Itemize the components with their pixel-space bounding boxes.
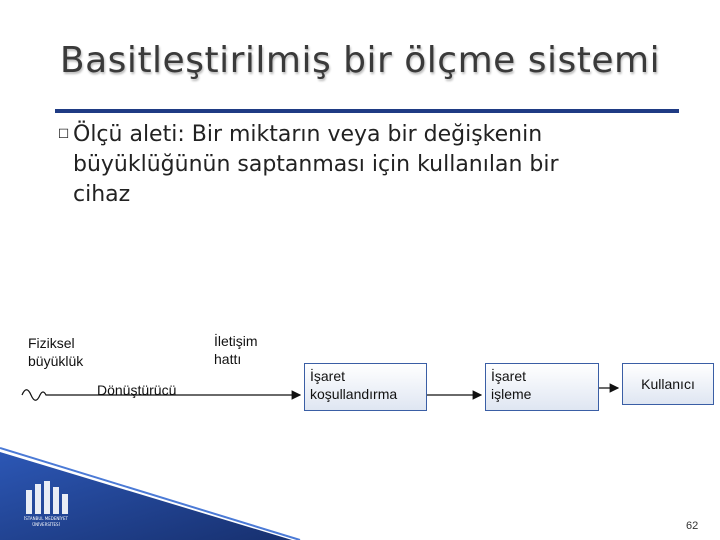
conditioning-line-2: koşullandırma — [310, 386, 398, 402]
slide-title: Basitleştirilmiş bir ölçme sistemi — [59, 40, 661, 81]
conditioning-line-1: İşaret — [310, 368, 346, 384]
bullet-line-1: Ölçü aleti: Bir miktarın veya bir değişk… — [73, 122, 543, 147]
transducer-label: Dönüştürücü — [97, 382, 177, 398]
processing-line-2: işleme — [491, 386, 532, 402]
page-number: 62 — [686, 520, 699, 532]
university-logo — [26, 481, 68, 514]
bullet-icon: ◻ — [57, 125, 70, 141]
signal-conditioning-box: İşaret koşullandırma — [304, 363, 427, 411]
bullet-text: Ölçü aleti: Bir miktarın veya bir değişk… — [47, 120, 687, 210]
signal-processing-box: İşaret işleme — [485, 363, 599, 411]
logo-text: İSTANBUL MEDENİYET ÜNİVERSİTESİ — [6, 516, 86, 528]
bullet-line-3: cihaz — [73, 182, 131, 207]
bullet-point: ◻ Ölçü aleti: Bir miktarın veya bir deği… — [47, 120, 687, 210]
channel-line-2: hattı — [214, 351, 242, 367]
physical-quantity-line-2: büyüklük — [28, 353, 84, 369]
user-box: Kullanıcı — [622, 363, 714, 405]
processing-line-1: İşaret — [491, 368, 527, 384]
channel-label: İletişim hattı — [214, 332, 258, 368]
logo-line-2: ÜNİVERSİTESİ — [32, 522, 60, 527]
channel-line-1: İletişim — [214, 333, 258, 349]
logo-line-1: İSTANBUL MEDENİYET — [24, 516, 68, 521]
title-underline — [55, 109, 679, 113]
physical-quantity-label: Fiziksel büyüklük — [28, 334, 83, 370]
input-signal-wave — [21, 389, 90, 401]
bullet-line-2: büyüklüğünün saptanması için kullanılan … — [73, 152, 559, 177]
physical-quantity-line-1: Fiziksel — [28, 335, 75, 351]
